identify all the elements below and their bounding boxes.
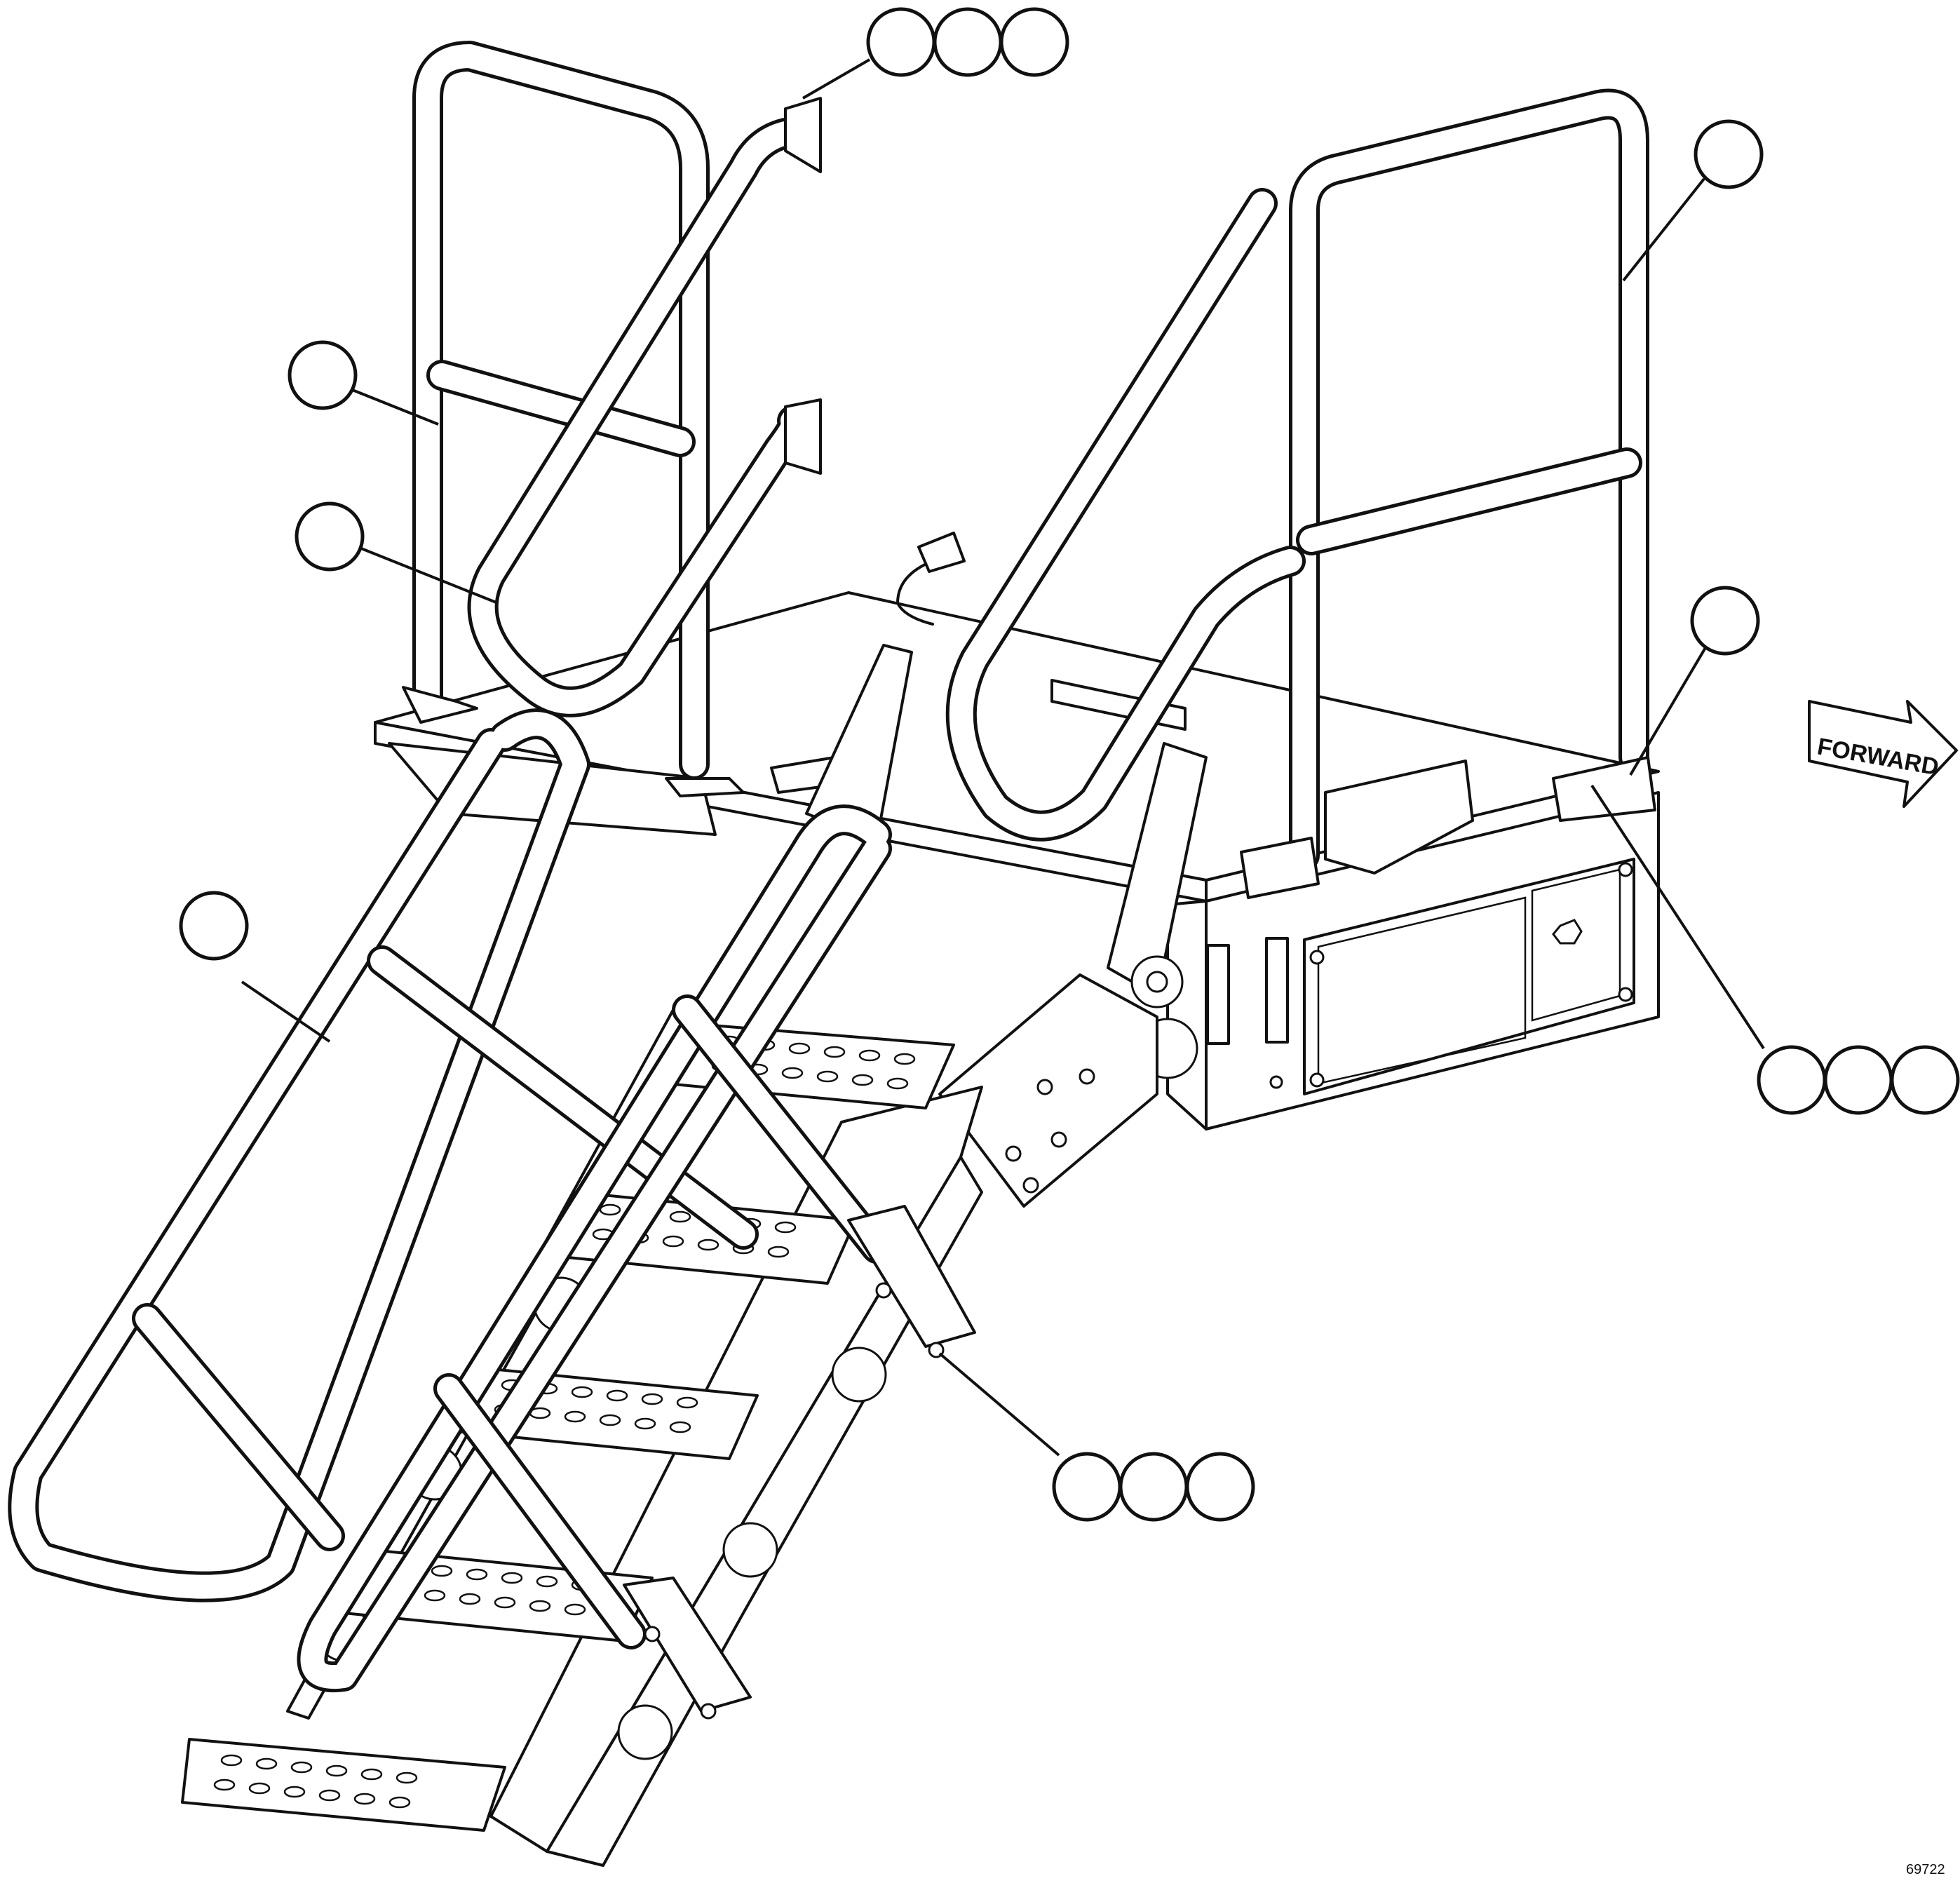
hinge-brackets	[805, 644, 1208, 1208]
cable-connector	[896, 532, 966, 626]
electrical-panel	[1303, 858, 1635, 1095]
callout-right-middle	[1690, 586, 1760, 656]
forward-arrow: FORWARD	[1808, 700, 1958, 808]
callout-left-lower	[179, 891, 249, 961]
callout-bottom-center-group	[1052, 1452, 1255, 1522]
leader-lines	[241, 58, 1765, 1457]
callout-balloon	[1890, 1045, 1960, 1115]
tread-5	[181, 1738, 506, 1832]
left-handrail	[467, 97, 822, 717]
callout-balloon	[1052, 1452, 1122, 1522]
callout-balloon	[1185, 1452, 1255, 1522]
left-guard-rail	[402, 41, 745, 797]
callout-balloon	[1757, 1045, 1827, 1115]
callout-top-center-group	[866, 7, 1069, 77]
figure-number: 69722	[1906, 1862, 1945, 1877]
callout-top-right	[1694, 119, 1764, 189]
callout-left-middle	[295, 501, 365, 572]
callout-balloon	[866, 7, 936, 77]
callout-balloon	[933, 7, 1003, 77]
stair-outer-handrail	[8, 708, 759, 1602]
callout-left-upper	[288, 340, 358, 410]
callout-right-lower-group	[1757, 1045, 1960, 1115]
right-handrail	[945, 188, 1656, 899]
stair-inner-handrail	[297, 804, 976, 1720]
right-guard-rail	[1289, 88, 1649, 871]
callout-balloon	[999, 7, 1069, 77]
callout-balloon	[1823, 1045, 1893, 1115]
callout-balloon	[1118, 1452, 1189, 1522]
